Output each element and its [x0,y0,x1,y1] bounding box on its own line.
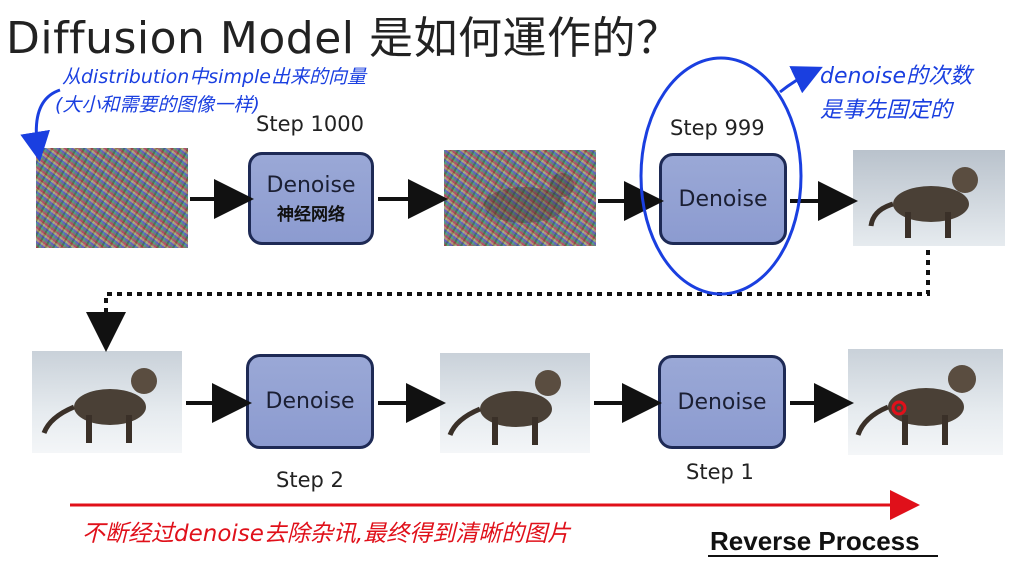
final-cat-image [848,349,1003,455]
page-title: Diffusion Model 是如何運作的？ [6,13,681,64]
step-label-1: Step 1 [686,460,754,484]
clean-cat-image-step2-input [32,351,182,453]
annotation-steps-line2: 是事先固定的 [820,98,953,123]
noisy-cat-image [444,150,596,246]
cursor-marker-icon [891,400,907,416]
denoise-box-step1: Denoise [658,355,786,449]
denoise-label: Denoise [265,389,355,414]
step-label-1000: Step 1000 [256,112,364,136]
cat-silhouette-faint [484,173,574,223]
annotation-arrow [779,66,823,94]
annotation-arrow [20,88,61,162]
less-noisy-cat-image [853,150,1005,246]
neural-network-note: 神经网络 [277,204,345,225]
annotation-sample-line2: (大小和需要的图像一样) [55,94,260,116]
denoise-label: Denoise [678,186,768,212]
annotation-denoise-process: 不断经过denoise去除杂讯,最终得到清晰的图片 [82,521,571,547]
cat-silhouette [855,365,976,445]
denoise-box-step999: Denoise [659,153,787,245]
noise-image [36,148,188,248]
cat-silhouette [447,370,561,445]
highlight-ellipse [639,56,803,296]
reverse-process-label: Reverse Process [710,526,920,556]
cat-silhouette [868,167,978,238]
denoise-label: Denoise [677,389,767,415]
step-label-2: Step 2 [276,468,344,492]
clean-cat-image-step1-input [440,353,590,453]
denoise-label: Denoise [266,172,356,198]
cat-silhouette [41,368,157,443]
denoise-box-step2: Denoise [246,354,374,449]
step-label-999: Step 999 [670,116,765,140]
annotation-steps-line1: denoise的次数 [820,64,973,89]
dotted-connector [86,250,930,352]
denoise-box-step1000: Denoise 神经网络 [248,152,374,245]
annotation-sample-line1: 从distribution中simple出来的向量 [62,66,366,88]
